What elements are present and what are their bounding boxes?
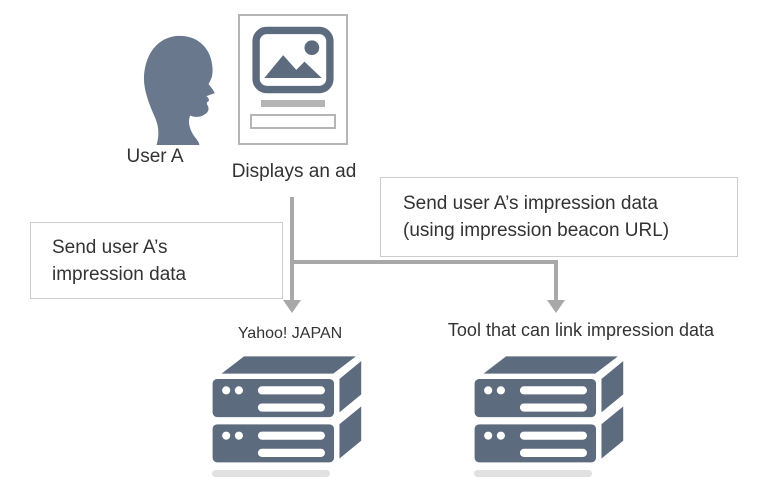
ad-button-outline — [250, 114, 336, 129]
server-shadow — [212, 470, 330, 477]
ad-label: Displays an ad — [231, 161, 357, 182]
ad-text-bar — [261, 100, 325, 107]
tool-label: Tool that can link impression data — [447, 320, 715, 340]
connector-horizontal-line — [290, 260, 558, 264]
left-message-line2: impression data — [52, 264, 187, 285]
arrow-down-left-icon — [283, 300, 301, 313]
ad-icon — [238, 14, 348, 145]
yahoo-server-stack-icon — [204, 350, 368, 466]
ad-picture-icon — [252, 26, 334, 94]
left-message-line1: Send user A’s — [52, 237, 168, 258]
connector-right-vertical-line — [554, 260, 558, 301]
right-message-box: Send user A’s impression data (using imp… — [380, 177, 738, 257]
server-shadow — [474, 470, 592, 477]
left-message-box: Send user A’s impression data — [30, 222, 283, 299]
right-message-line2: (using impression beacon URL) — [403, 220, 670, 241]
right-message-line1: Send user A’s impression data — [403, 193, 658, 214]
tool-server-stack-icon — [466, 350, 630, 466]
person-profile-icon — [143, 35, 215, 145]
yahoo-japan-label: Yahoo! JAPAN — [237, 325, 343, 342]
user-label: User A — [126, 146, 184, 167]
user-person-icon — [133, 33, 225, 145]
arrow-down-right-icon — [547, 300, 565, 313]
connector-vertical-line — [290, 197, 294, 301]
